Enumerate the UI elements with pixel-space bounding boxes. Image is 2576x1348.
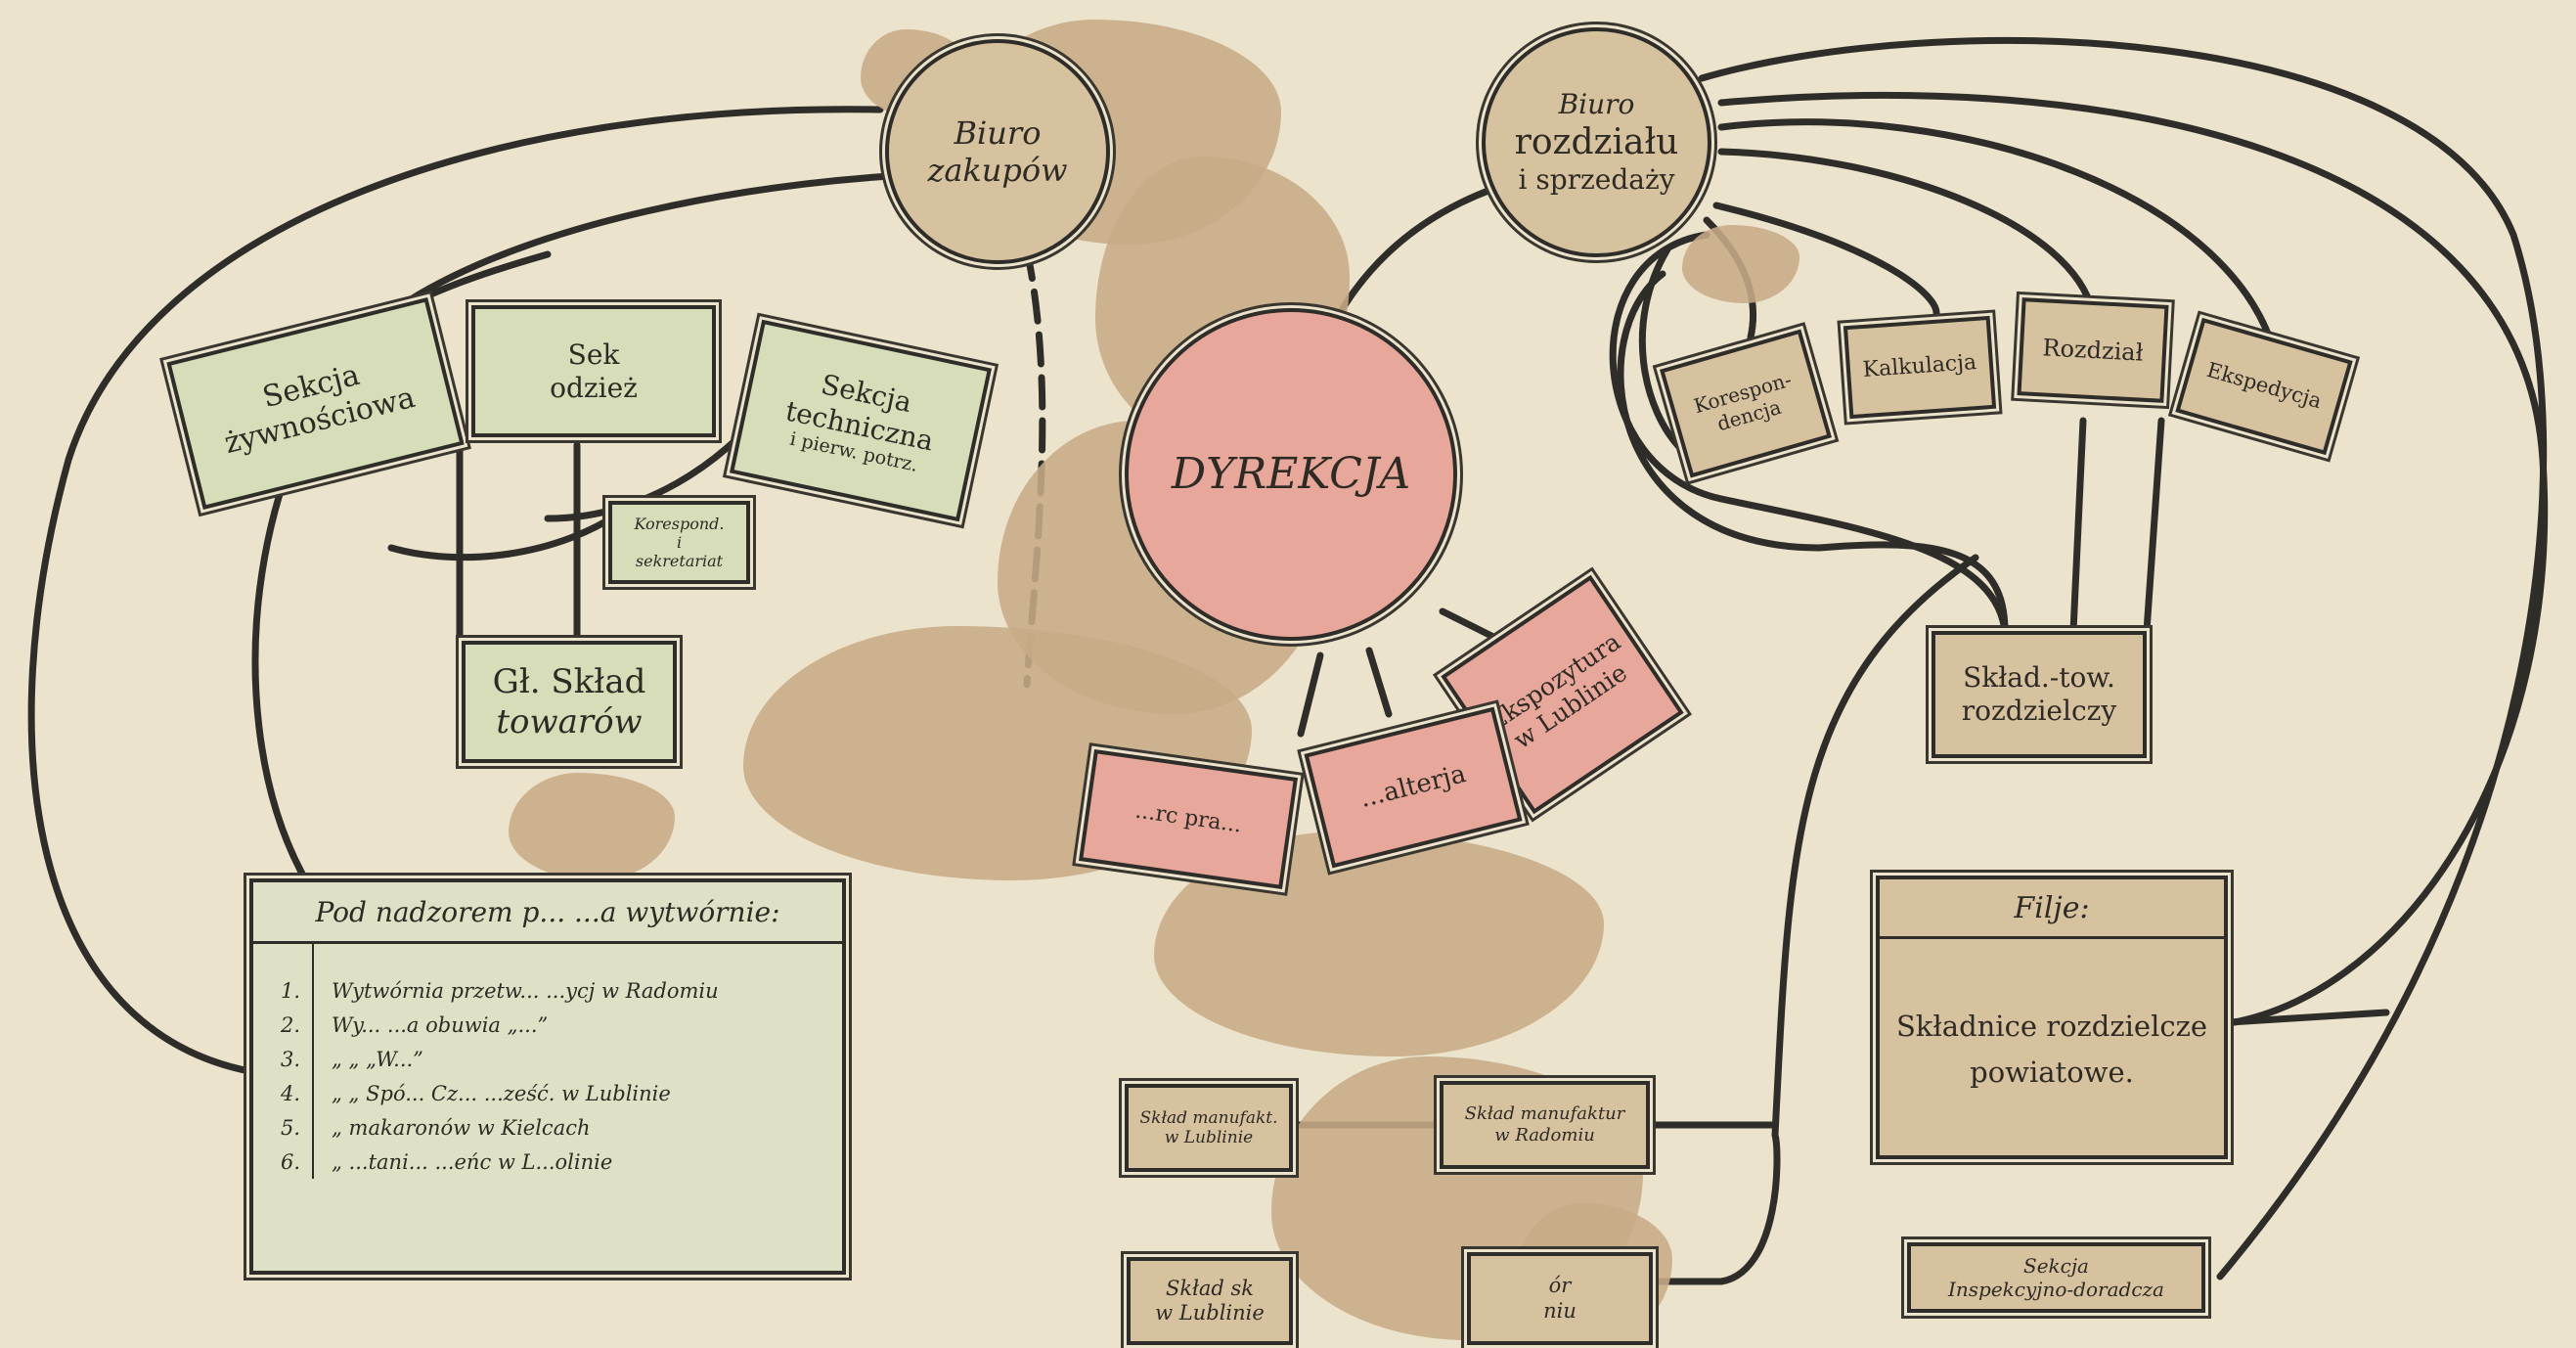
wytwornie-item: 5. „ makaronów w Kielcach — [253, 1110, 842, 1145]
wytwornie-title: Pod nadzorem p... ...a wytwórnie: — [253, 882, 842, 944]
sekcja-odziezowa-line2: odzież — [550, 371, 638, 404]
kalkulacja-node: Kalkulacja — [1843, 315, 1997, 420]
wytwornie-rule — [312, 944, 314, 1179]
gl-sklad-line1: Gł. Skład — [492, 661, 646, 701]
paper-stain — [1682, 225, 1799, 303]
prawny-label: ...rc pra... — [1133, 798, 1244, 838]
filje-body-line1: Składnice rozdzielcze — [1895, 1010, 2208, 1044]
sklad-rozdzielczy-line2: rozdzielczy — [1961, 695, 2117, 727]
sekcja-inspekcyjno-line1: Sekcja — [2023, 1254, 2089, 1278]
wytwornie-item-text: „ „ „W...” — [332, 1047, 423, 1071]
wytwornie-item-num: 1. — [280, 978, 300, 1003]
sklad-manufaktur-radom-line1: Skład manufaktur — [1464, 1103, 1625, 1125]
sekcja-inspekcyjno-line2: Inspekcyjno-doradcza — [1948, 1278, 2164, 1301]
sklad-rozdzielczy-line1: Skład.-tow. — [1963, 661, 2115, 695]
kalkulacja-label: Kalkulacja — [1861, 350, 1977, 383]
sklad-manufakt-lublin-line1: Skład manufakt. — [1139, 1107, 1278, 1128]
wytwornie-item-text: Wy... ...a obuwia „...” — [332, 1012, 549, 1037]
biuro-zakupow-node: Biuro zakupów — [885, 39, 1110, 264]
biuro-zakupow-label: Biuro zakupów — [927, 113, 1068, 189]
rozdzial-label: Rozdział — [2041, 333, 2145, 367]
sekcja-odziezowa-node: Sek odzież — [471, 305, 716, 437]
sklad-manufakt-lublin-node: Skład manufakt. w Lublinie — [1125, 1084, 1293, 1172]
korespond-line2: i — [676, 532, 683, 552]
sklad-radom-bottom-node: ór niu — [1467, 1252, 1653, 1345]
biuro-rozdzialu-line1: Biuro — [1558, 88, 1635, 121]
gl-sklad-line2: towarów — [496, 701, 643, 741]
sklad-radom-bottom-line2: niu — [1543, 1298, 1577, 1323]
sklad-radom-bottom-line1: ór — [1548, 1274, 1572, 1298]
wytwornie-item-text: „ ...tani... ...eńc w L...olinie — [332, 1149, 613, 1174]
wytwornie-item: 3. „ „ „W...” — [253, 1042, 842, 1076]
wytwornie-item: 1. Wytwórnia przetw... ...ycj w Radomiu — [253, 973, 842, 1008]
biuro-rozdzialu-line3: i sprzedaży — [1518, 163, 1675, 197]
wytwornie-list: 1. Wytwórnia przetw... ...ycj w Radomiu … — [253, 944, 842, 1179]
wytwornie-item-num: 5. — [280, 1115, 300, 1140]
wytwornie-item: 2. Wy... ...a obuwia „...” — [253, 1008, 842, 1042]
sklad-manufaktur-radom-line2: w Radomiu — [1494, 1125, 1595, 1146]
korespond-line1: Korespond. — [634, 514, 725, 533]
sklad-manufaktur-radom-node: Skład manufaktur w Radomiu — [1440, 1081, 1650, 1169]
sklad-lublin-bottom-node: Skład sk w Lublinie — [1127, 1257, 1293, 1345]
korespond-line3: sekretariat — [635, 552, 724, 571]
wytwornie-panel: Pod nadzorem p... ...a wytwórnie: 1. Wyt… — [249, 878, 846, 1275]
wytwornie-item-num: 4. — [280, 1081, 300, 1105]
wytwornie-item-text: „ makaronów w Kielcach — [332, 1115, 591, 1140]
filje-title: Filje: — [1880, 879, 2224, 939]
ekspedycja-label: Ekspedycja — [2203, 358, 2325, 414]
sklad-lublin-bottom-line1: Skład sk — [1165, 1276, 1255, 1300]
gl-sklad-towarow-node: Gł. Skład towarów — [462, 641, 677, 763]
filje-panel: Filje: Składnice rozdzielcze powiatowe. — [1876, 876, 2228, 1159]
biuro-rozdzialu-node: Biuro rozdziału i sprzedaży — [1482, 27, 1711, 257]
sklad-tow-rozdzielczy-node: Skład.-tow. rozdzielczy — [1932, 631, 2147, 758]
paper-stain — [509, 773, 675, 880]
sklad-lublin-bottom-line2: w Lublinie — [1155, 1301, 1265, 1325]
filje-body: Składnice rozdzielcze powiatowe. — [1880, 939, 2224, 1159]
wytwornie-item-num: 6. — [280, 1149, 300, 1174]
wytwornie-item-text: „ „ Spó... Cz... ...ześć. w Lublinie — [332, 1081, 671, 1105]
dyrekcja-label: DYREKCJA — [1171, 448, 1411, 499]
wytwornie-item-num: 2. — [280, 1012, 300, 1037]
sekcja-inspekcyjno-node: Sekcja Inspekcyjno-doradcza — [1907, 1242, 2205, 1313]
rozdzial-node: Rozdział — [2017, 297, 2169, 403]
wytwornie-item-text: Wytwórnia przetw... ...ycj w Radomiu — [332, 978, 719, 1003]
filje-body-line2: powiatowe. — [1970, 1055, 2134, 1089]
biuro-rozdzialu-line2: rozdziału — [1514, 121, 1679, 162]
buchalterja-label: ...alterja — [1356, 759, 1470, 815]
wytwornie-item: 6. „ ...tani... ...eńc w L...olinie — [253, 1145, 842, 1179]
sekcja-odziezowa-line1: Sek — [567, 337, 620, 371]
korespond-sekretariat-node: Korespond. i sekretariat — [608, 501, 750, 584]
wytwornie-item-num: 3. — [280, 1047, 300, 1071]
sklad-manufakt-lublin-line2: w Lublinie — [1164, 1128, 1254, 1147]
wytwornie-item: 4. „ „ Spó... Cz... ...ześć. w Lublinie — [253, 1076, 842, 1110]
dyrekcja-node: DYREKCJA — [1125, 308, 1457, 641]
